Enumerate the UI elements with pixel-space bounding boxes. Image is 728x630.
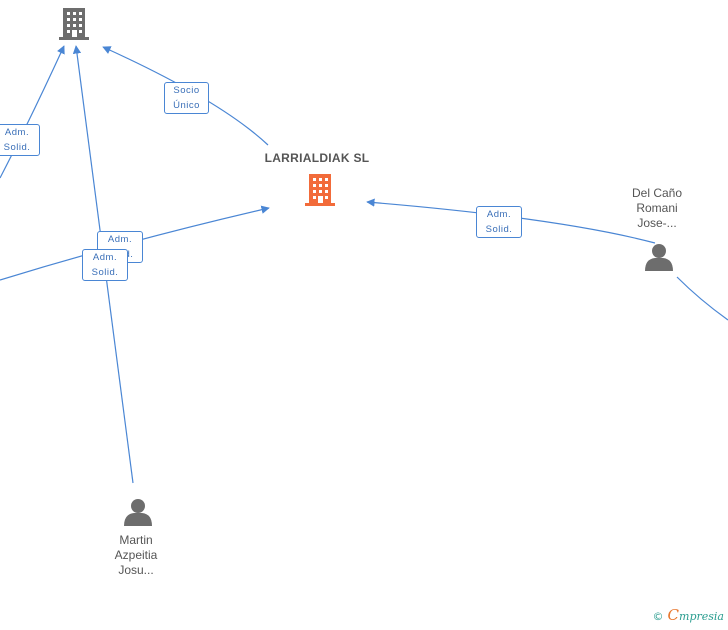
top-company-building-icon[interactable] <box>59 8 89 40</box>
edge-label-socio-unico: Socio Único <box>164 82 209 114</box>
edge-label-line: Socio <box>173 85 200 96</box>
edge-label-line: Adm. <box>4 127 30 138</box>
edge-label-line: Adm. <box>92 252 118 263</box>
main-company-name[interactable]: LARRIALDIAK SL <box>264 151 370 165</box>
edge-label-line: Único <box>173 100 200 111</box>
edge-label-line: Solid. <box>485 224 513 235</box>
brand-logo-initial: C <box>667 606 680 624</box>
person-right-name-line: Del Caño <box>631 186 683 200</box>
edge-label-adm-middle-front: Adm. Solid. <box>82 249 128 281</box>
edge-bottom-person-to-top <box>72 45 134 484</box>
main-company-building-icon[interactable] <box>305 174 335 206</box>
edge-left-to-top <box>0 45 65 179</box>
person-right-name-line: Jose-... <box>637 216 677 230</box>
person-bottom-name-line: Martin <box>119 533 153 547</box>
brand-watermark: ©Cmpresia <box>653 606 724 624</box>
person-right-icon[interactable] <box>645 244 673 271</box>
brand-logo-text: mpresia <box>679 610 724 623</box>
person-bottom-name-line: Josu... <box>118 563 154 577</box>
person-bottom-icon[interactable] <box>124 499 152 526</box>
person-right-name-line: Romani <box>636 201 678 215</box>
edge-label-line: Adm. <box>107 234 133 245</box>
edge-label-adm-left-top: Adm. Solid. <box>0 124 40 156</box>
copyright-symbol: © <box>652 610 664 623</box>
person-bottom-name[interactable]: Martin Azpeitia Josu... <box>96 533 176 578</box>
edge-label-line: Solid. <box>3 142 31 153</box>
edge-right-person-offscreen <box>676 276 728 321</box>
edge-label-adm-right: Adm. Solid. <box>476 206 522 238</box>
edge-label-line: Solid. <box>91 267 119 278</box>
edge-right-person-to-main <box>366 198 656 244</box>
person-bottom-name-line: Azpeitia <box>114 548 158 562</box>
edge-label-line: Adm. <box>486 209 512 220</box>
person-right-name[interactable]: Del Caño Romani Jose-... <box>612 186 702 231</box>
